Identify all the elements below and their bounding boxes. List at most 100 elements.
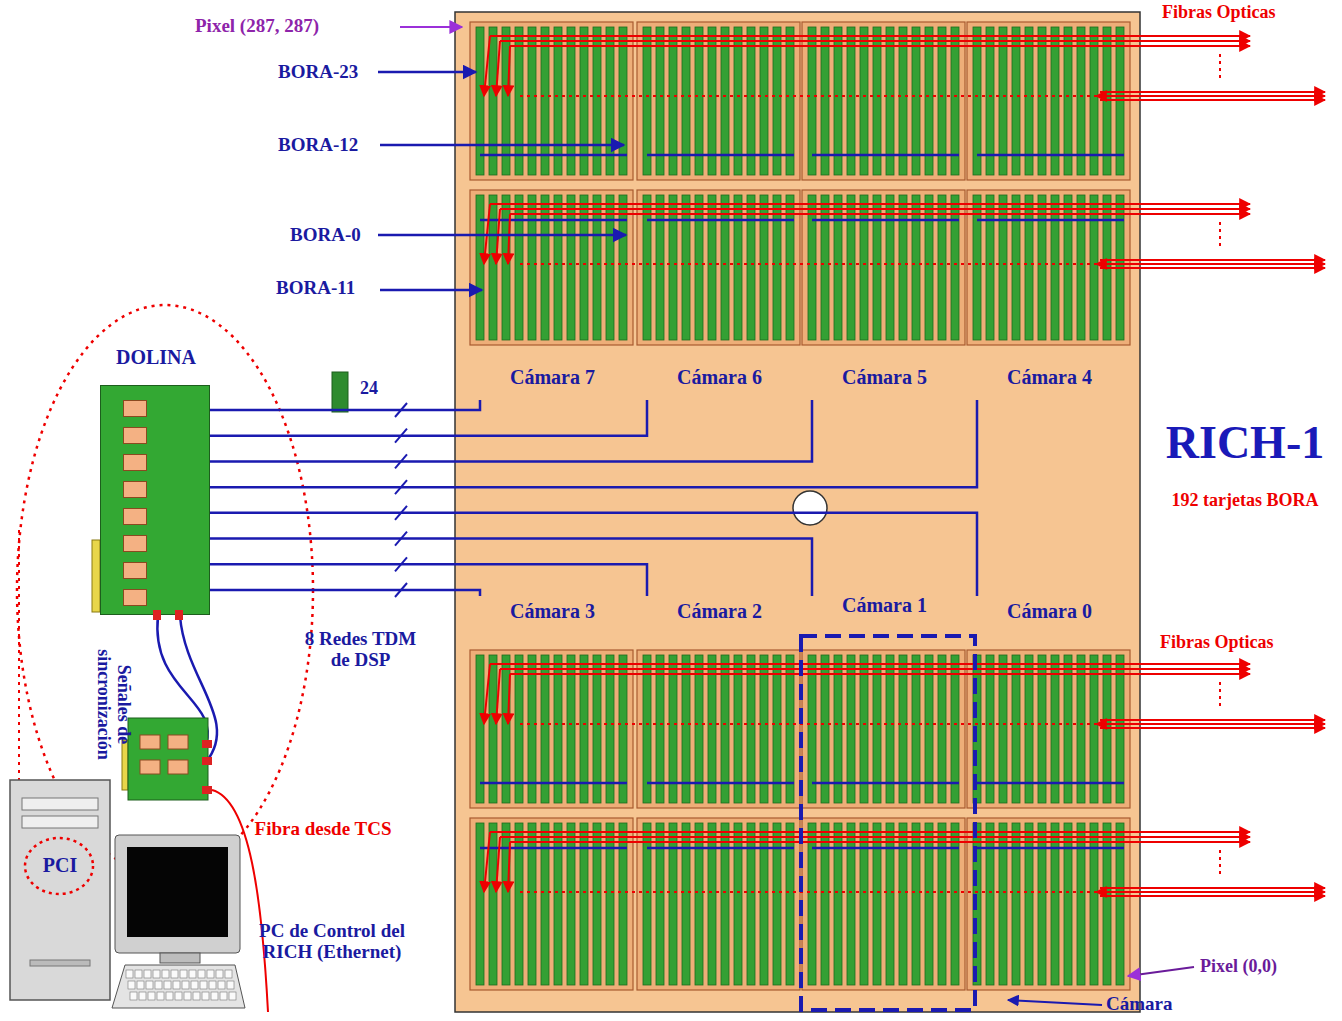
bora-card bbox=[619, 655, 627, 803]
chip bbox=[140, 735, 160, 749]
tdm-wire bbox=[480, 782, 627, 785]
bora-card bbox=[773, 655, 781, 803]
fiber-dotted bbox=[520, 723, 1096, 725]
fiber bbox=[500, 208, 1250, 210]
node-title: RICH-1 bbox=[1150, 417, 1340, 469]
bora-card bbox=[1012, 655, 1020, 803]
tdm-wire bbox=[480, 847, 627, 850]
key bbox=[193, 992, 200, 1000]
bus-width: 24 bbox=[360, 378, 378, 398]
key bbox=[166, 992, 173, 1000]
fiber bbox=[496, 669, 500, 724]
fiber bbox=[1100, 895, 1325, 897]
fiber bbox=[1096, 891, 1135, 893]
fiber bbox=[1100, 91, 1325, 93]
fiber bbox=[1100, 259, 1325, 261]
callout-label: Fibras Opticas bbox=[1160, 632, 1338, 652]
callout-label: BORA-11 bbox=[276, 277, 376, 298]
chip bbox=[123, 400, 147, 417]
bora-card bbox=[1038, 27, 1046, 175]
tdm-wire bbox=[812, 847, 959, 850]
key bbox=[157, 992, 164, 1000]
bora-card bbox=[860, 27, 868, 175]
fiber bbox=[1100, 267, 1325, 269]
fiber bbox=[510, 841, 1250, 843]
key bbox=[200, 981, 207, 989]
key bbox=[229, 992, 236, 1000]
bora-card bbox=[786, 655, 794, 803]
bora-card bbox=[606, 655, 614, 803]
tdm-wire bbox=[480, 154, 627, 157]
bora-card bbox=[528, 195, 536, 340]
fiber bbox=[496, 837, 500, 892]
fiber bbox=[1100, 99, 1325, 101]
bora-card bbox=[860, 655, 868, 803]
drive-slot bbox=[22, 816, 98, 828]
monitor bbox=[115, 835, 240, 953]
fiber bbox=[496, 41, 500, 96]
bora-card bbox=[708, 195, 716, 340]
fiber-dotted bbox=[520, 263, 1096, 265]
bora-card bbox=[986, 655, 994, 803]
bora-card bbox=[554, 27, 562, 175]
bora-card bbox=[773, 27, 781, 175]
bora-card bbox=[808, 27, 816, 175]
bora-card bbox=[786, 27, 794, 175]
pc-tower bbox=[10, 780, 110, 1000]
bora-card bbox=[476, 195, 484, 340]
chip bbox=[123, 535, 147, 552]
chip bbox=[123, 508, 147, 525]
key bbox=[162, 970, 169, 978]
fiber bbox=[1096, 723, 1135, 725]
chip bbox=[123, 481, 147, 498]
leader-line bbox=[380, 289, 482, 292]
bora-card bbox=[502, 655, 510, 803]
bora-card bbox=[1051, 655, 1059, 803]
bora-block bbox=[967, 818, 1130, 990]
bus-slash bbox=[395, 403, 407, 417]
port bbox=[202, 757, 212, 765]
bora-card bbox=[821, 655, 829, 803]
tdm-wire bbox=[977, 782, 1124, 785]
bora-card bbox=[682, 27, 690, 175]
bora-card bbox=[999, 655, 1007, 803]
bora-card bbox=[834, 655, 842, 803]
tdm-network-link bbox=[210, 400, 647, 436]
key bbox=[148, 992, 155, 1000]
bora-card bbox=[925, 655, 933, 803]
key bbox=[144, 970, 151, 978]
bora-card bbox=[847, 195, 855, 340]
panel-hole bbox=[793, 491, 827, 525]
bora-card bbox=[912, 27, 920, 175]
fiber bbox=[490, 203, 1250, 205]
tdm-wire bbox=[977, 154, 1124, 157]
tdm-wire bbox=[977, 219, 1124, 222]
bora-card bbox=[554, 195, 562, 340]
bora-card bbox=[834, 27, 842, 175]
bora-card bbox=[899, 27, 907, 175]
fiber bbox=[508, 46, 510, 96]
key bbox=[216, 970, 223, 978]
node-title: Cámara 7 bbox=[470, 366, 635, 388]
bora-card bbox=[821, 27, 829, 175]
bora-card bbox=[1090, 195, 1098, 340]
monitor-base bbox=[160, 953, 200, 963]
block-frame bbox=[637, 818, 800, 990]
key bbox=[191, 981, 198, 989]
fiber-dotted bbox=[1219, 850, 1221, 878]
dotted-link bbox=[18, 530, 20, 790]
callout-label: Pixel (0,0) bbox=[1200, 956, 1340, 976]
bora-blocks bbox=[470, 22, 1130, 990]
leader-line bbox=[378, 71, 476, 74]
bora-card bbox=[1077, 27, 1085, 175]
fiber bbox=[1100, 887, 1325, 889]
fiber bbox=[484, 664, 490, 724]
bora-card bbox=[580, 655, 588, 803]
chip bbox=[140, 760, 160, 774]
key bbox=[155, 981, 162, 989]
callout-label: BORA-23 bbox=[278, 61, 378, 82]
keyboard bbox=[112, 965, 245, 1008]
camera-region: Cámara 4 bbox=[967, 22, 1132, 400]
